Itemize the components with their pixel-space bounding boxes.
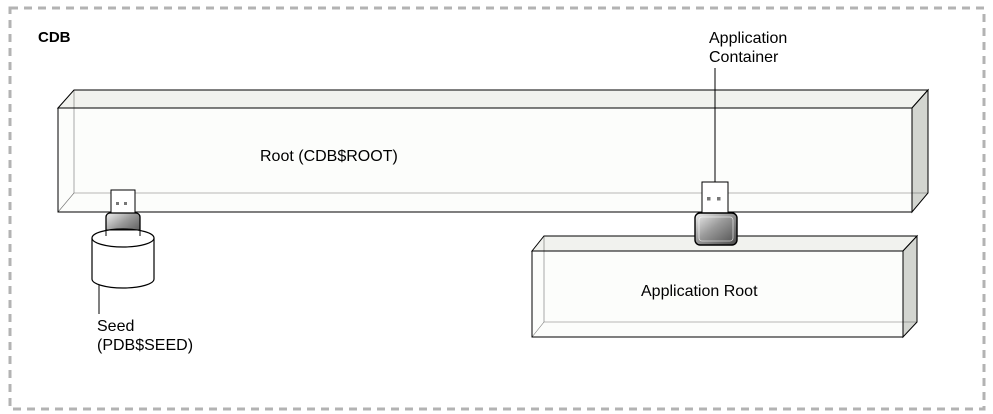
root-box-top [56, 89, 930, 109]
seed-database-icon [91, 228, 155, 289]
root-box-side [911, 88, 929, 214]
root-label: Root (CDB$ROOT) [260, 148, 398, 165]
application-root-box [530, 234, 919, 339]
seed-label-line2: (PDB$SEED) [97, 337, 193, 354]
application-container-label-line2: Container [709, 49, 779, 66]
seed-label-line1: Seed [97, 318, 134, 335]
application-container-plug-icon [694, 181, 738, 246]
application-root-box-face [531, 250, 904, 338]
root-box [56, 88, 930, 214]
application-container-label-line1: Application [709, 30, 787, 47]
application-root-label: Application Root [641, 283, 758, 300]
cdb-container-border [8, 6, 986, 411]
root-box-face [57, 107, 913, 213]
cdb-label: CDB [38, 29, 71, 46]
